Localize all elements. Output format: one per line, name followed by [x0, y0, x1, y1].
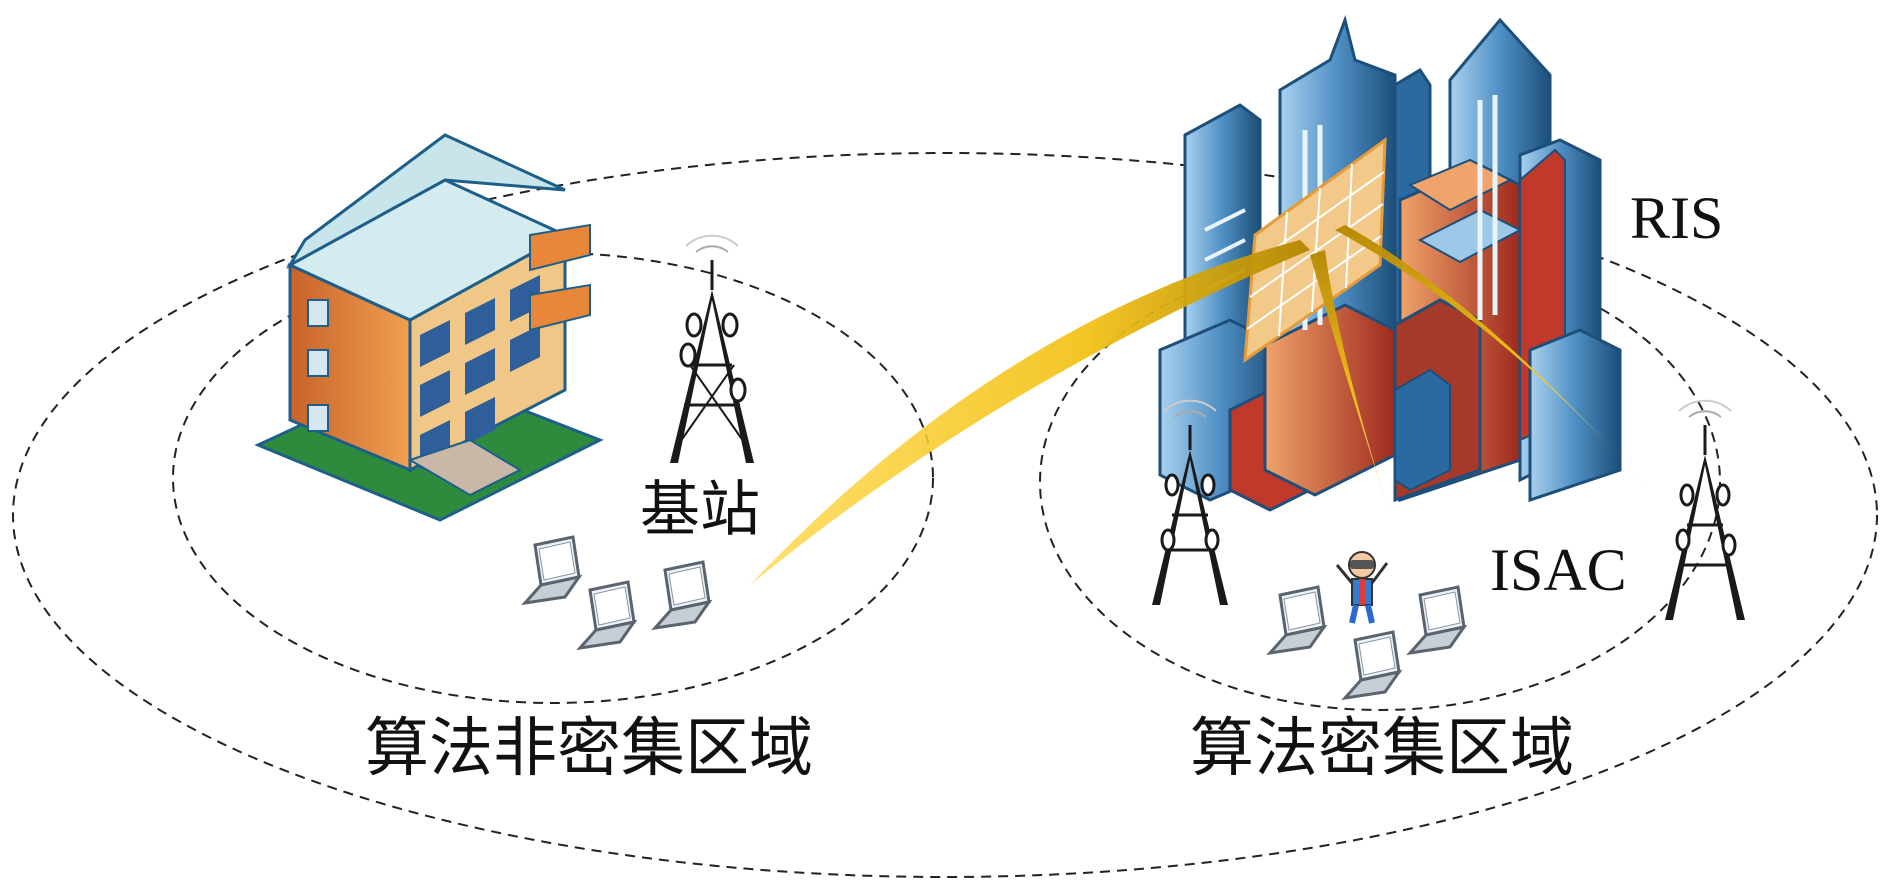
sparse-zone-label: 算法非密集区域 [365, 713, 813, 784]
laptop-icon [521, 535, 583, 606]
isac-tower-icon [1665, 399, 1745, 620]
laptop-icon [651, 560, 713, 631]
laptop-icon [576, 580, 638, 651]
base-station-tower-icon [670, 234, 754, 463]
city-tower-icon [1152, 399, 1228, 605]
isac-label: ISAC [1490, 537, 1627, 603]
outer-zone-ellipse [12, 152, 1878, 878]
ris-label: RIS [1630, 185, 1723, 251]
beam-to-user [1310, 250, 1395, 530]
base-station-label: 基站 [640, 477, 760, 543]
laptop-icon [1266, 585, 1328, 656]
vr-user-icon [1335, 551, 1389, 624]
house-building [254, 133, 604, 522]
ris-panel [1243, 136, 1387, 364]
beams [750, 225, 1650, 585]
laptop-icon [1406, 585, 1468, 656]
dense-zone-label: 算法密集区域 [1190, 713, 1574, 784]
laptop-icon [1341, 630, 1403, 701]
